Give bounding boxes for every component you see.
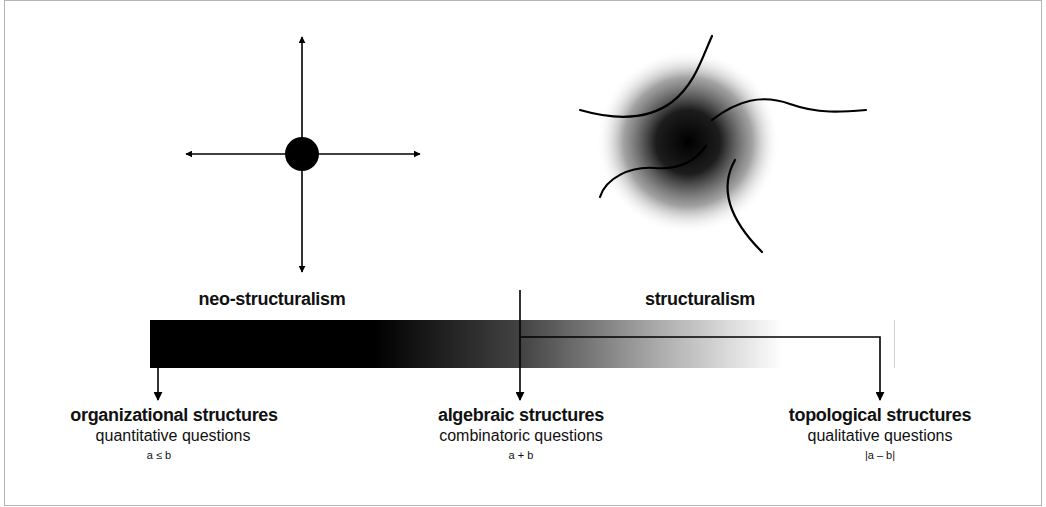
- bar-edge: [894, 320, 895, 368]
- wavy-line: [728, 160, 762, 252]
- pointer-arrow: [519, 290, 521, 400]
- frame: [5, 1, 1042, 506]
- structure-heading: algebraic structures: [438, 405, 604, 426]
- wavy-line: [600, 146, 706, 197]
- gradient-bar: [150, 320, 895, 368]
- axis-line: [302, 153, 420, 155]
- axis-line: [301, 154, 303, 272]
- era-label: neo-structuralism: [199, 289, 346, 310]
- wavy-line: [712, 99, 866, 120]
- question-type: quantitative questions: [96, 427, 251, 445]
- formula: a + b: [509, 449, 534, 462]
- wavy-line: [580, 36, 712, 117]
- formula: |a – b|: [865, 449, 895, 462]
- formula: a ≤ b: [147, 449, 171, 462]
- question-type: combinatoric questions: [439, 427, 603, 445]
- axis-line: [301, 37, 303, 154]
- pointer-arrow: [520, 337, 880, 400]
- axis-line: [186, 153, 302, 155]
- center-dot: [285, 137, 319, 171]
- structure-heading: organizational structures: [70, 405, 278, 426]
- structure-heading: topological structures: [789, 405, 971, 426]
- question-type: qualitative questions: [808, 427, 953, 445]
- fuzzy-blob: [596, 50, 780, 234]
- pointer-arrow: [157, 366, 159, 400]
- era-label: structuralism: [645, 289, 755, 310]
